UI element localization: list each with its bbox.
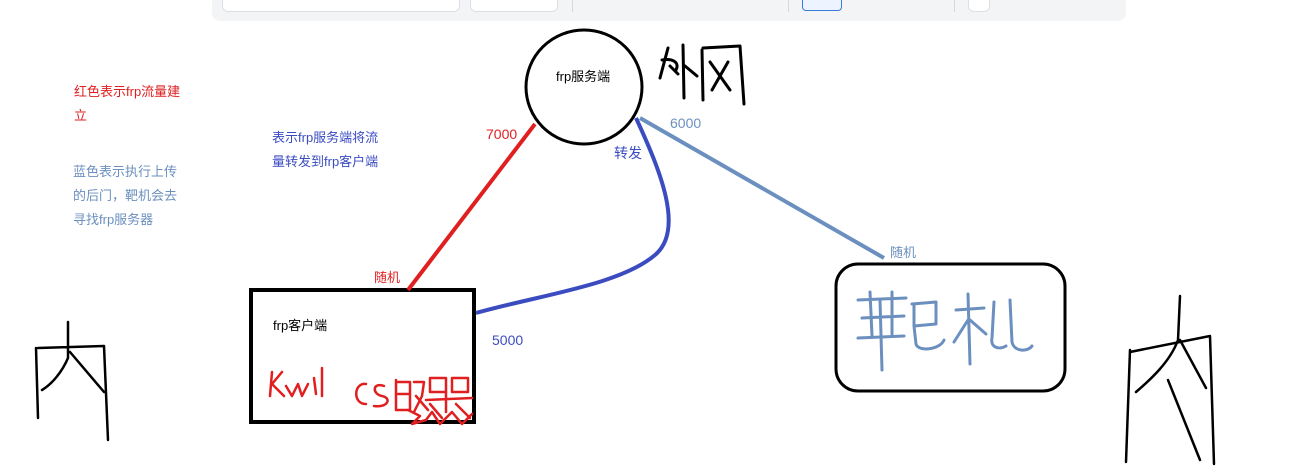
toolbar	[212, 0, 1126, 21]
toolbar-dropdown[interactable]	[470, 0, 558, 12]
red-legend-note: 红色表示frp流量建 立	[74, 80, 180, 128]
blue-legend-note: 蓝色表示执行上传 的后门，靶机会去 寻找frp服务器	[73, 160, 177, 232]
client-label: frp客户端	[273, 318, 328, 333]
red-connection-line	[406, 122, 537, 292]
client-node-box	[249, 288, 476, 424]
blue-legend-line-2: 的后门，靶机会去	[73, 188, 178, 203]
blue-legend-line-1: 蓝色表示执行上传	[73, 164, 178, 179]
red-legend-line-1: 红色表示frp流量建	[74, 84, 181, 99]
blue-legend-line-3: 寻找frp服务器	[73, 212, 154, 227]
forward-note-line-2: 量转发到frp客户端	[272, 154, 379, 169]
handwriting-inner-right	[1124, 294, 1216, 466]
blue-connection-line	[475, 117, 671, 315]
red-legend-line-2: 立	[74, 108, 88, 123]
red-port-top-label: 7000	[486, 126, 518, 142]
red-port-bottom-label: 随机	[374, 270, 401, 285]
blue-forward-label: 转发	[614, 145, 642, 161]
grey-connection-line	[639, 116, 885, 260]
toolbar-checkbox[interactable]	[968, 0, 990, 12]
toolbar-separator	[572, 0, 573, 12]
handwriting-kali	[268, 366, 324, 398]
toolbar-separator	[788, 0, 789, 12]
handwriting-outer-net	[658, 43, 746, 106]
forward-note: 表示frp服务端将流 量转发到frp客户端	[272, 126, 378, 174]
server-label: frp服务端	[556, 69, 611, 84]
handwriting-inner-left	[34, 320, 110, 442]
handwriting-cs-server	[355, 376, 474, 426]
handwriting-target	[856, 290, 1034, 372]
grey-port-bottom-label: 随机	[890, 245, 917, 260]
forward-note-line-1: 表示frp服务端将流	[272, 130, 379, 145]
server-node-ellipse	[524, 28, 644, 146]
target-node-box	[834, 262, 1067, 393]
grey-port-top-label: 6000	[670, 115, 702, 131]
blue-port-bottom-label: 5000	[492, 332, 524, 348]
toolbar-input[interactable]	[222, 0, 460, 12]
selected-tool-button[interactable]	[802, 0, 842, 11]
toolbar-separator	[954, 0, 955, 12]
